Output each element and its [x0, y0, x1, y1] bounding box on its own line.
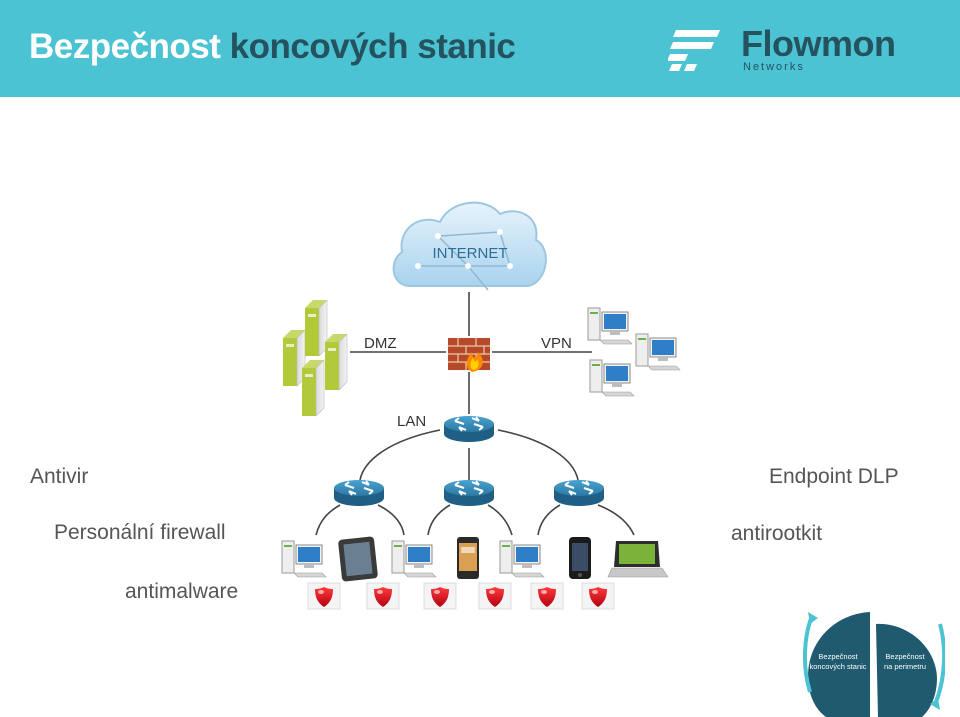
vpn-computer-icon	[587, 307, 681, 397]
firewall-icon	[448, 338, 490, 372]
router-icon-right	[553, 479, 605, 507]
header-bar	[0, 0, 960, 97]
label-antivir: Antivir	[30, 465, 89, 488]
shield-icon	[307, 582, 341, 610]
shield-icon	[423, 582, 457, 610]
core-router-icon	[443, 415, 495, 443]
iphone-icon	[569, 537, 591, 579]
shield-icon	[366, 582, 400, 610]
label-personal-firewall: Personální firewall	[54, 521, 226, 544]
title-part-2: koncových stanic	[229, 27, 516, 66]
smartphone-icon	[457, 537, 479, 579]
shield-icon	[530, 582, 564, 610]
desktop-pc-icon	[281, 540, 327, 578]
security-cycle-diagram: Bezpečnost koncových stanic Bezpečnost n…	[802, 612, 945, 717]
router-icon-center	[443, 479, 495, 507]
lan-label: LAN	[397, 413, 426, 430]
label-endpoint-dlp: Endpoint DLP	[769, 465, 899, 488]
router-icon-left	[333, 479, 385, 507]
dmz-label: DMZ	[364, 335, 397, 352]
laptop-icon	[607, 541, 669, 578]
logo-subtitle: Networks	[743, 61, 805, 73]
dmz-server-icon	[282, 299, 348, 417]
internet-label: INTERNET	[433, 245, 508, 262]
label-antimalware: antimalware	[125, 580, 239, 603]
vpn-label: VPN	[541, 335, 572, 352]
tablet-icon	[338, 536, 378, 582]
cycle-right-line1: Bezpečnost	[885, 652, 925, 661]
logo-wordmark: Flowmon	[741, 23, 896, 64]
shield-icon	[581, 582, 615, 610]
cycle-right-line2: na perimetru	[884, 662, 926, 671]
internet-cloud-icon	[392, 201, 547, 291]
flowmon-logo-icon	[668, 30, 720, 71]
label-antirootkit: antirootkit	[731, 522, 823, 545]
cycle-left-line2: koncových stanic	[809, 662, 866, 671]
cycle-left-line1: Bezpečnost	[818, 652, 858, 661]
title-part-1: Bezpečnost	[29, 27, 221, 66]
desktop-pc-icon	[499, 540, 545, 578]
desktop-pc-icon	[391, 540, 437, 578]
page-title: Bezpečnost koncových stanic	[29, 27, 516, 67]
shield-icon	[478, 582, 512, 610]
connection-lines	[315, 292, 635, 536]
